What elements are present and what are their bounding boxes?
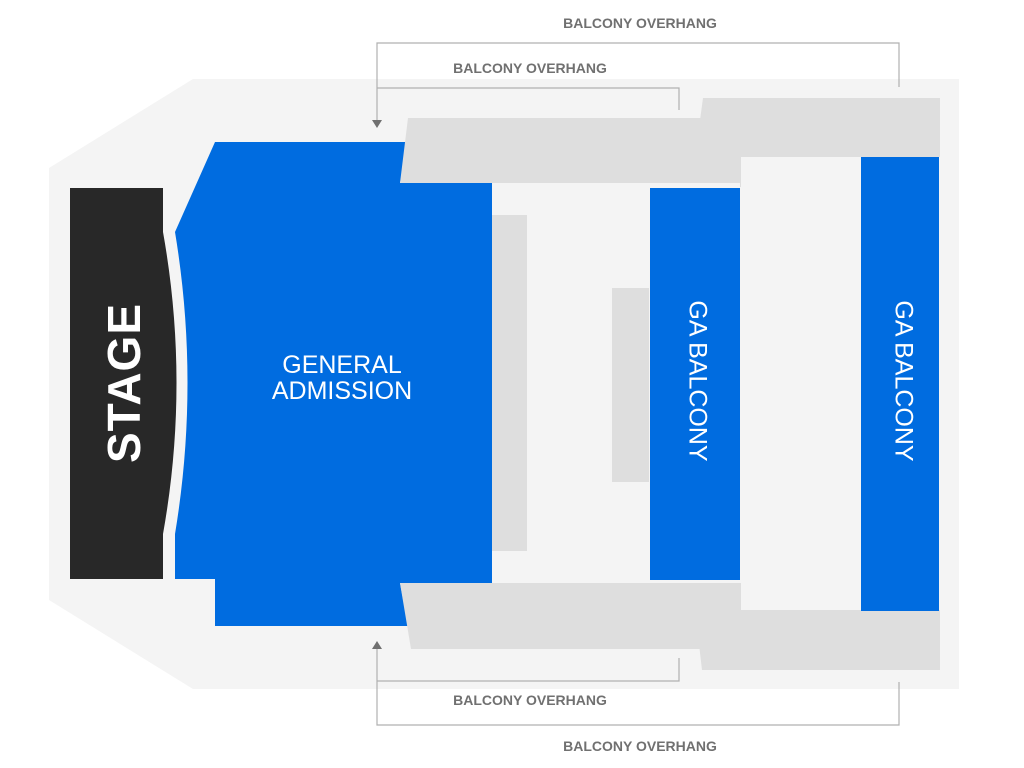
overhang-label-bottom-inner: BALCONY OVERHANG bbox=[453, 692, 607, 708]
stage-label: STAGE bbox=[98, 302, 150, 464]
general-admission-label: GENERAL ADMISSION bbox=[272, 352, 412, 404]
ga-balcony-2-label: GA BALCONY bbox=[889, 300, 918, 462]
overhang-bracket-bottom-outer bbox=[376, 646, 900, 726]
arrow-down-icon bbox=[372, 120, 382, 128]
ga-balcony-1-section[interactable] bbox=[650, 188, 740, 580]
stage-shape[interactable] bbox=[70, 188, 177, 579]
general-admission-label-line1: GENERAL bbox=[282, 351, 402, 379]
arrow-up-icon bbox=[372, 641, 382, 649]
balcony-overhang-lower-left bbox=[400, 583, 741, 649]
overhang-label-bottom-outer: BALCONY OVERHANG bbox=[563, 738, 717, 754]
balcony-overhang-upper-left bbox=[400, 118, 741, 187]
ga-balcony-2-section[interactable] bbox=[861, 157, 939, 611]
floor-bar-left bbox=[492, 215, 527, 551]
balcony-overhang-lower-right bbox=[695, 610, 940, 670]
overhang-label-top-inner: BALCONY OVERHANG bbox=[453, 60, 607, 76]
overhang-bracket-top-inner bbox=[377, 87, 680, 110]
overhang-bracket-top-outer bbox=[376, 42, 900, 122]
overhang-bracket-bottom-inner bbox=[377, 658, 680, 682]
general-admission-section[interactable] bbox=[175, 142, 492, 626]
balcony-overhang-upper-right bbox=[695, 98, 940, 157]
ga-balcony-1-label: GA BALCONY bbox=[683, 300, 712, 462]
floor-bar-right bbox=[612, 288, 649, 482]
overhang-label-top-outer: BALCONY OVERHANG bbox=[563, 15, 717, 31]
general-admission-label-line2: ADMISSION bbox=[271, 377, 413, 405]
